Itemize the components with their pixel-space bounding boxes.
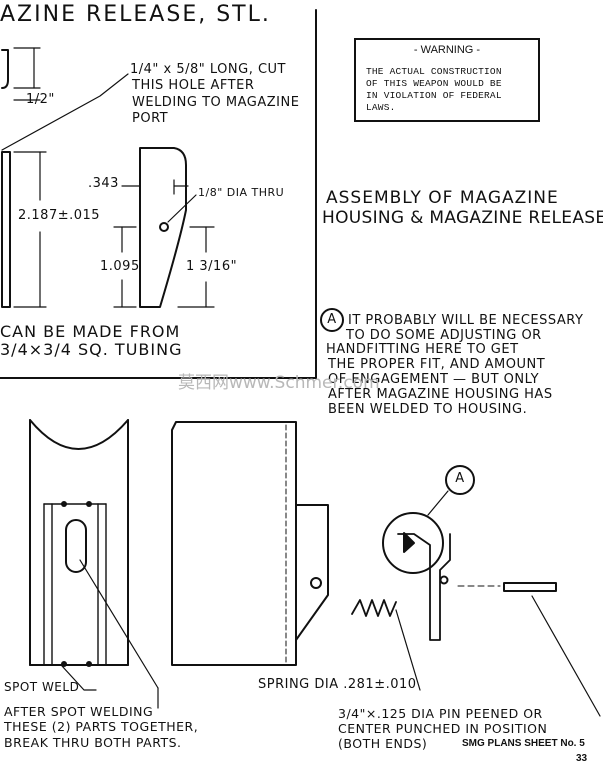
after-spot-line-2: THESE (2) PARTS TOGETHER,	[4, 719, 199, 734]
drawing-title: AZINE RELEASE, STL.	[0, 2, 271, 27]
spring-dia-label: SPRING DIA .281±.010	[258, 677, 417, 692]
assembly-title-line-1: ASSEMBLY OF MAGAZINE	[326, 188, 559, 208]
after-spot-line-3: BREAK THRU BOTH PARTS.	[4, 735, 182, 750]
tube-top-curve	[29, 419, 129, 450]
pin-note-line-2: CENTER PUNCHED IN POSITION	[338, 721, 548, 736]
cut-note-line-3: WELDING TO MAGAZINE	[132, 95, 300, 110]
sheet-label: SMG PLANS SHEET No. 5	[462, 738, 585, 749]
dim-half-inch: 1/2"	[26, 92, 55, 107]
release-side-view	[1, 151, 11, 308]
pin-note-line-1: 3/4"×.125 DIA PIN PEENED OR	[338, 706, 543, 721]
cut-note-line-1: 1/4" x 5/8" LONG, CUT	[130, 62, 287, 77]
assembly-title-line-2: HOUSING & MAGAZINE RELEASE	[322, 208, 603, 228]
dim-dia-thru: 1/8" DIA THRU	[198, 186, 285, 199]
warning-title: - WARNING -	[413, 44, 481, 56]
made-from-line-1: CAN BE MADE FROM	[0, 322, 181, 341]
warning-line-1: THE ACTUAL CONSTRUCTION	[366, 66, 502, 77]
housing-tab	[295, 504, 329, 641]
warning-box: - WARNING - THE ACTUAL CONSTRUCTION OF T…	[354, 38, 540, 122]
dim-2187: 2.187±.015	[18, 208, 101, 223]
after-spot-line-1: AFTER SPOT WELDING	[4, 704, 154, 719]
callout-circle-bottom	[445, 465, 475, 495]
callout-circle-top	[320, 308, 344, 332]
callout-label-top: A	[327, 312, 337, 327]
assembly-note-line-3: HANDFITTING HERE TO GET	[326, 342, 519, 357]
tube-slot	[65, 519, 87, 573]
release-partial-outline	[1, 49, 9, 89]
cut-note-line-2: THIS HOLE AFTER	[132, 78, 255, 93]
cut-note-line-4: PORT	[132, 111, 169, 126]
warning-line-4: LAWS.	[366, 102, 396, 113]
assembly-note-line-5: OF ENGAGEMENT — BUT ONLY	[328, 372, 540, 387]
callout-label-bottom: A	[455, 471, 465, 486]
dim-1095: 1.095	[100, 259, 140, 274]
detail-circle	[382, 512, 444, 574]
page-number: 33	[576, 753, 588, 764]
housing-hole	[310, 577, 322, 589]
release-front-view	[139, 147, 187, 308]
assembly-note-line-6: AFTER MAGAZINE HOUSING HAS	[328, 387, 553, 402]
made-from-line-2: 3/4×3/4 SQ. TUBING	[0, 340, 183, 359]
spring	[351, 599, 397, 617]
housing-plate	[171, 421, 297, 666]
dim-343: .343	[88, 176, 119, 191]
pin-note-line-3: (BOTH ENDS)	[338, 736, 428, 751]
assembly-note-line-1: IT PROBABLY WILL BE NECESSARY	[348, 313, 584, 328]
warning-line-3: IN VIOLATION OF FEDERAL	[366, 90, 502, 101]
pin-part	[503, 582, 557, 592]
watermark: 莫西网www.Schmer.com	[178, 373, 380, 393]
warning-line-2: OF THIS WEAPON WOULD BE	[366, 78, 502, 89]
assembly-note-line-7: BEEN WELDED TO HOUSING.	[328, 402, 528, 417]
dim-1-3-16: 1 3/16"	[186, 259, 238, 274]
assembly-note-line-4: THE PROPER FIT, AND AMOUNT	[328, 357, 546, 372]
pin-hole	[159, 222, 169, 232]
assembly-note-line-2: TO DO SOME ADJUSTING OR	[346, 328, 542, 343]
spot-weld-label: SPOT WELD	[4, 680, 80, 694]
